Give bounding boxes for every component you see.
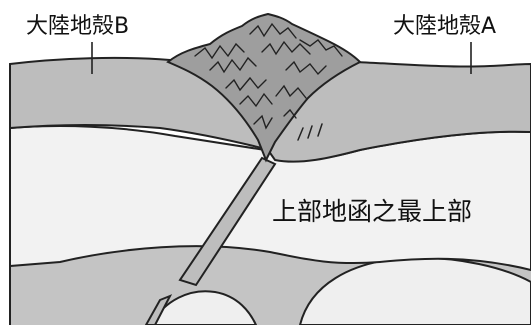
mountain-texture	[194, 22, 343, 130]
mountain-range	[166, 12, 362, 163]
slab-tail	[144, 294, 173, 325]
continental-crust-a	[267, 60, 531, 163]
crust-a-cracks	[297, 123, 323, 141]
label-continental-crust-a: 大陸地殻A	[393, 14, 497, 39]
label-upper-mantle-top: 上部地函之最上部	[270, 197, 475, 227]
label-continental-crust-b: 大陸地殻B	[26, 14, 130, 39]
subducting-slab	[178, 156, 277, 287]
